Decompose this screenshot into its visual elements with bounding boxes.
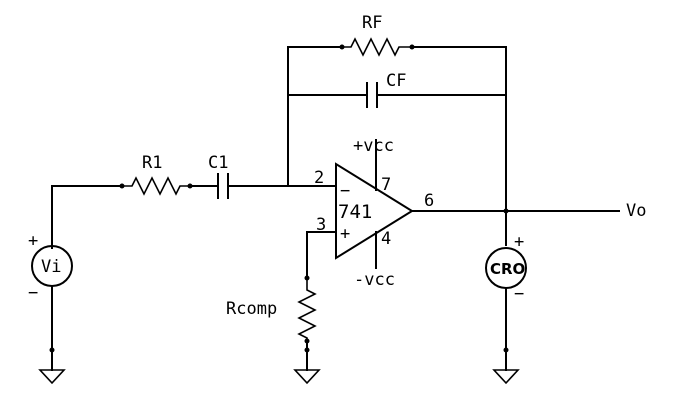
cro-minus-sign: −	[514, 284, 524, 304]
vo-label: Vo	[626, 201, 646, 221]
opamp-741	[335, 139, 414, 269]
ground-symbol-cro	[492, 369, 520, 385]
noninverting-wires	[306, 231, 337, 371]
opamp-label: 741	[338, 201, 372, 223]
feedback-wires	[287, 46, 507, 246]
noninverting-input-sign: +	[340, 224, 350, 244]
vcc-positive-label: +vcc	[353, 136, 394, 156]
ground-symbol-rcomp	[293, 347, 321, 385]
cro-label: CRO	[490, 260, 525, 278]
rcomp-label: Rcomp	[226, 299, 277, 319]
input-wires	[51, 185, 337, 249]
ground-symbol-vi	[38, 369, 66, 385]
vi-source	[31, 245, 73, 371]
pin-4-label: 4	[381, 229, 391, 249]
c1-label: C1	[208, 153, 228, 173]
rcomp-resistor	[297, 275, 317, 344]
pin-3-label: 3	[316, 215, 326, 235]
pin-2-label: 2	[314, 168, 324, 188]
vi-label: Vi	[41, 257, 61, 277]
cro-instrument	[485, 208, 527, 371]
c1-capacitor	[217, 173, 229, 199]
rf-label: RF	[362, 13, 382, 33]
cf-label: CF	[386, 71, 406, 91]
rf-resistor	[339, 37, 415, 57]
cf-capacitor	[366, 82, 378, 108]
vcc-negative-label: -vcc	[354, 270, 395, 290]
vi-minus-sign: −	[28, 283, 38, 303]
r1-resistor	[119, 176, 193, 196]
cro-plus-sign: +	[514, 232, 524, 252]
r1-label: R1	[142, 153, 162, 173]
pin-6-label: 6	[424, 191, 434, 211]
pin-7-label: 7	[381, 175, 391, 195]
inverting-input-sign: −	[340, 181, 350, 201]
vi-plus-sign: +	[28, 231, 38, 251]
